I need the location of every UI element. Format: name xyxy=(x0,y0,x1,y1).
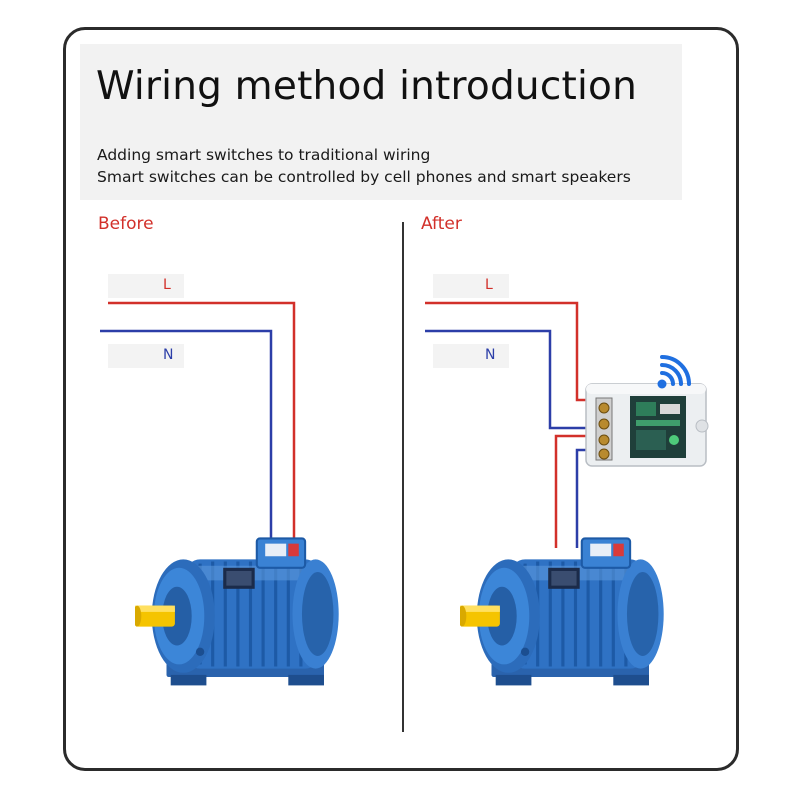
before-live-tag xyxy=(108,274,184,298)
wifi-signal-icon xyxy=(657,355,691,389)
smart-switch-module-icon xyxy=(585,383,709,467)
before-wires xyxy=(100,301,296,548)
after-neutral-label: N xyxy=(485,347,496,363)
subtitle-line-1: Adding smart switches to traditional wir… xyxy=(97,146,431,164)
before-neutral-tag xyxy=(108,344,184,368)
after-live-label: L xyxy=(485,277,493,293)
after-label: After xyxy=(421,214,462,234)
after-neutral-tag xyxy=(433,344,509,368)
before-neutral-label: N xyxy=(163,347,174,363)
subtitle-line-2: Smart switches can be controlled by cell… xyxy=(97,168,631,186)
after-motor-icon xyxy=(460,536,666,687)
page-title: Wiring method introduction xyxy=(96,64,637,109)
before-motor-icon xyxy=(135,536,341,687)
panel-divider xyxy=(402,222,404,732)
after-wires xyxy=(425,301,598,548)
before-live-label: L xyxy=(163,277,171,293)
before-label: Before xyxy=(98,214,154,234)
header-band xyxy=(80,44,682,200)
after-live-tag xyxy=(433,274,509,298)
